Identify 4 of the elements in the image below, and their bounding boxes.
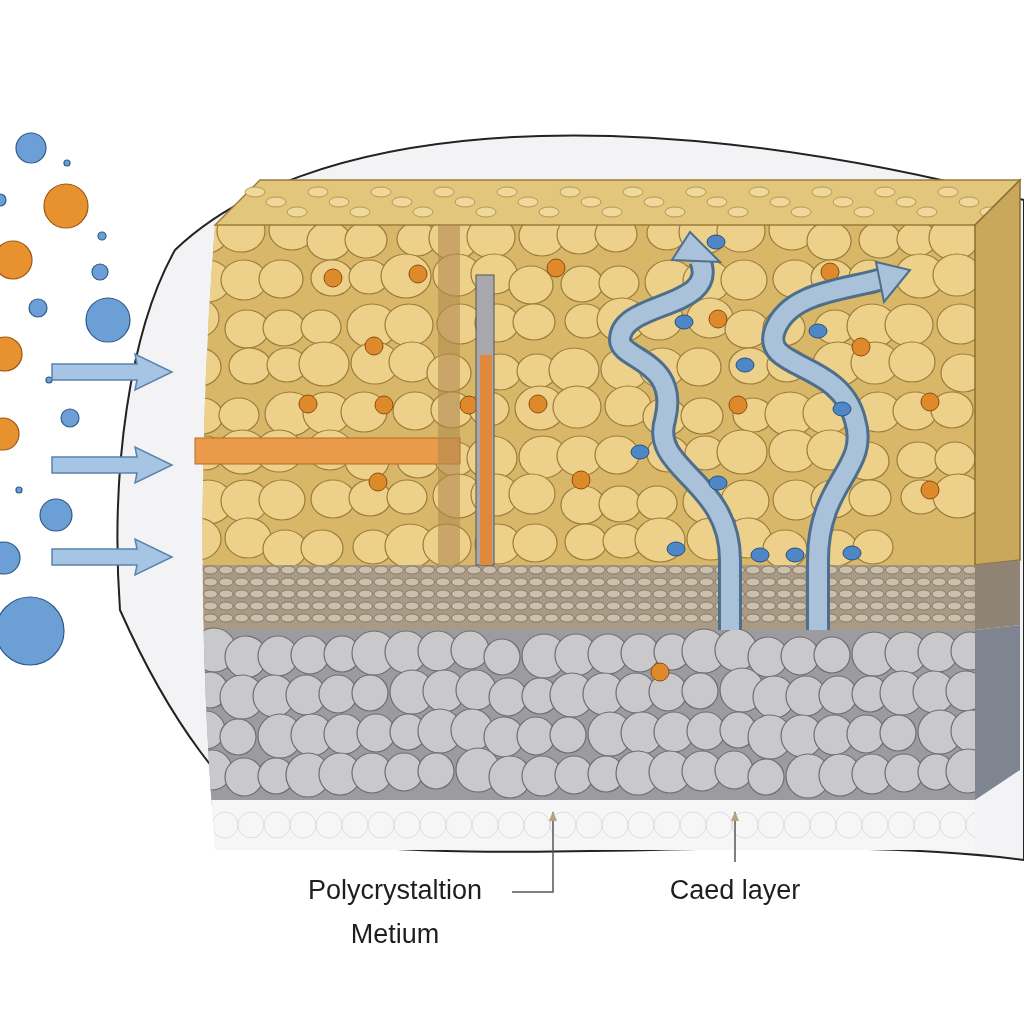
part-label: Polycrystaltion Metium: [280, 868, 510, 956]
leader-line: [730, 810, 740, 863]
part-label: Caed layer: [650, 868, 820, 912]
leader-line: [511, 810, 558, 893]
